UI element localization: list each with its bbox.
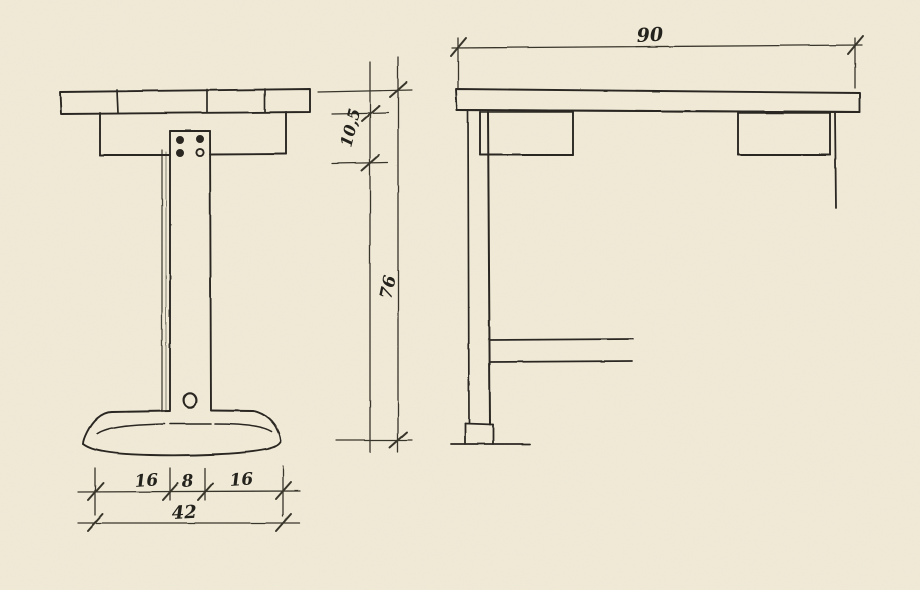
chain-tick-2 (162, 482, 179, 501)
bolt-hole-top-left (176, 136, 185, 145)
chain-tick-3 (197, 482, 214, 501)
side-left-bracket (479, 111, 574, 156)
front-elevation-group (59, 88, 311, 457)
sled-foot-inner-right (214, 423, 273, 433)
sled-foot-inner-left (96, 423, 166, 435)
front-central-post (161, 130, 212, 413)
side-elevation-group (450, 88, 861, 445)
tick-76-top (389, 81, 408, 98)
top-dim-line (451, 44, 863, 49)
dimension-labels-group: 16 8 16 42 10,5 76 90 (134, 24, 664, 524)
front-tabletop (59, 88, 311, 115)
side-right-bracket (737, 112, 831, 156)
total-tick-left (87, 513, 104, 532)
post-through-hole (182, 391, 198, 409)
top-dim-tick-right (847, 35, 864, 55)
tabletop-seam-1 (116, 89, 119, 114)
dim-label-chain-right: 16 (229, 469, 254, 491)
witness-apron-bottom (331, 161, 389, 164)
bolt-hole-top-right (196, 135, 205, 144)
dim-label-total-height: 76 (376, 274, 401, 301)
tick-105-bottom (361, 154, 380, 171)
front-sled-foot (82, 409, 282, 457)
tick-105-top (361, 105, 380, 122)
side-left-leg (467, 109, 491, 426)
bolt-hole-bottom-left (176, 149, 185, 158)
tick-76-bottom (389, 431, 408, 448)
side-foot-block (464, 423, 494, 445)
side-stretcher-rail (489, 338, 634, 363)
chain-tick-4 (275, 481, 292, 500)
dim-label-top-length: 90 (636, 24, 664, 47)
witness-apron-top (331, 112, 389, 115)
chain-dim-line (77, 490, 301, 493)
dim-label-chain-center: 8 (180, 471, 194, 492)
dimension-lines-group (77, 35, 864, 532)
side-right-leg-stub (834, 112, 837, 209)
side-tabletop-underline (456, 109, 861, 113)
front-apron (99, 111, 287, 156)
top-dim-tick-left (450, 37, 467, 57)
total-tick-right (275, 513, 292, 532)
bolt-hole-bottom-right (195, 147, 205, 158)
dim-label-width-total: 42 (171, 502, 197, 524)
dim-label-chain-left: 16 (134, 470, 159, 492)
chain-tick-1 (87, 482, 104, 501)
front-bolt-holes (176, 135, 205, 158)
